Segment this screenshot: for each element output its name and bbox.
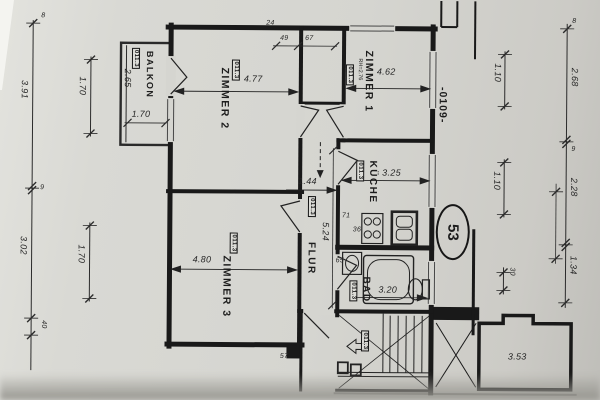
dim-kueche-width: 3.25: [382, 167, 401, 178]
dim-left-bottom: 40: [40, 320, 48, 329]
dim-right-wall-mid: 9: [571, 145, 576, 153]
room-code-kueche: 011.3: [356, 160, 365, 182]
dim-zimmer1-width: 4.62: [376, 66, 396, 77]
dim-bad-width: 3.20: [378, 284, 398, 295]
room-label-zimmer1: ZIMMER 1: [362, 50, 376, 113]
room-code-flur: 011.3: [307, 196, 317, 218]
dim-shaft-b: 36: [352, 226, 362, 234]
dim-right-mid: 2.28: [569, 177, 580, 197]
room-code-treppenhaus: 011.3: [360, 330, 370, 352]
dim-left-window-lower: 1.70: [76, 244, 87, 264]
room-code-zimmer2: 011.3: [231, 59, 240, 81]
dim-loggia-width: 3.53: [507, 351, 527, 362]
dim-top-small-b: 49: [280, 34, 289, 42]
dim-top-small-a: 24: [266, 19, 275, 27]
dim-right-wall-top: 8: [572, 17, 577, 25]
dim-zimmer3-width: 4.80: [192, 254, 212, 265]
dim-zimmer2-width: 4.77: [243, 73, 263, 84]
room-code-balkon: 011.3: [131, 47, 141, 70]
room-label-zimmer2: ZIMMER 2: [218, 67, 231, 130]
room-label-balkon: BALKON: [144, 50, 156, 99]
dim-right-small: 30: [508, 267, 516, 276]
dim-right-window-upper: 1.10: [492, 63, 503, 83]
dim-left-lower: 3.02: [18, 236, 29, 255]
dim-balkon-depth: 2.65: [122, 68, 133, 88]
dim-left-wall-top: 8: [41, 12, 46, 20]
dim-step-small: 57: [279, 352, 289, 360]
dim-left-upper: 3.91: [19, 80, 30, 99]
dim-right-upper: 2.68: [569, 67, 580, 87]
room-code-zimmer1: 011.3: [345, 64, 354, 86]
dim-left-window-upper: 1.70: [77, 76, 88, 96]
dim-right-window-lower: 1.10: [492, 171, 503, 191]
dim-shaft-a: 71: [341, 212, 351, 220]
room-label-bad: BAD: [360, 276, 372, 303]
dim-bad-small: 65: [335, 257, 344, 265]
apartment-number-badge: 53: [435, 203, 470, 261]
room-code-zimmer3: 011.3: [229, 232, 238, 254]
dim-flur-length: 5.24: [320, 222, 331, 241]
dim-left-wall-mid: 9: [40, 184, 45, 192]
drawing-number-label: -0109-: [436, 86, 449, 124]
room-label-zimmer3: ZIMMER 3: [220, 255, 233, 318]
dim-top-small-c: 67: [305, 35, 314, 43]
dim-flur-width: 1.44: [298, 175, 317, 187]
room-label-kueche: KÜCHE: [366, 160, 379, 204]
dim-balkon-door: 1.70: [131, 108, 151, 119]
dim-right-lower: 1.34: [568, 255, 579, 275]
room-label-flur: FLUR: [305, 242, 317, 275]
photo-bottom-shadow: [0, 374, 600, 400]
room-code-bad: 011.3: [349, 280, 358, 302]
